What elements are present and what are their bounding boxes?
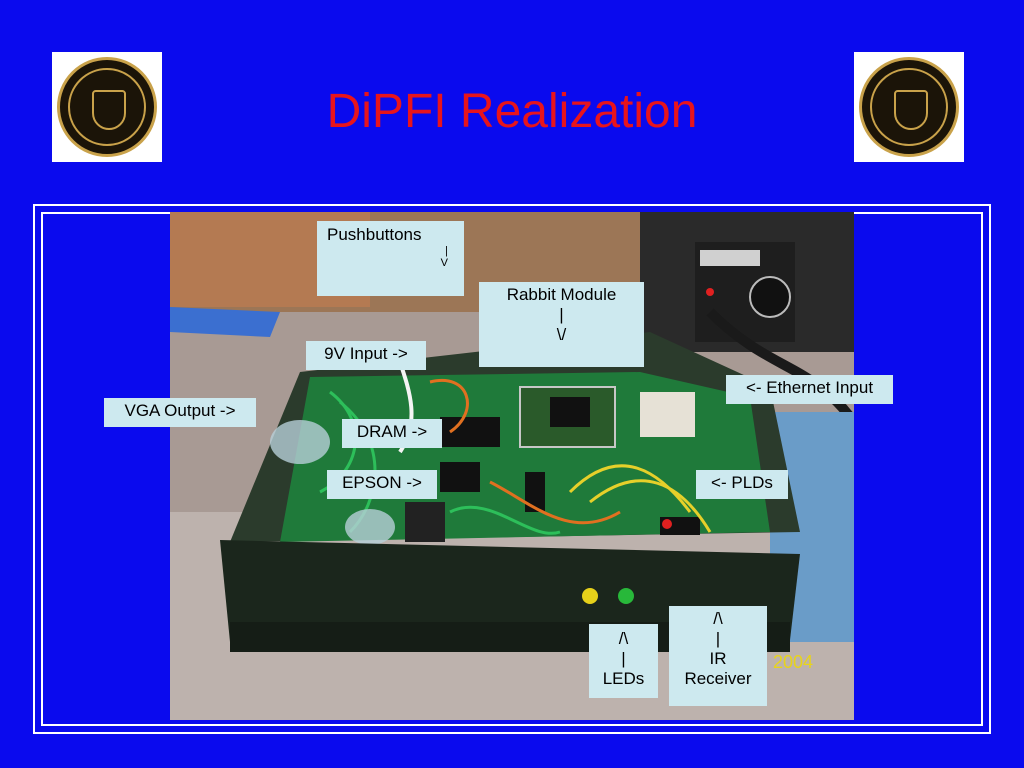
- vga-output-text: VGA Output ->: [124, 401, 236, 420]
- slide-title: DiPFI Realization: [326, 85, 698, 138]
- frame-outer: [33, 204, 991, 734]
- rabbit-module-arrow-stem: |: [559, 305, 564, 324]
- purdue-seal-icon: [859, 57, 959, 157]
- leds-arrow-stem: |: [621, 649, 626, 668]
- circuit-board-photo: [170, 212, 854, 720]
- label-leds: /\ | LEDs: [589, 624, 658, 698]
- label-vga-output: VGA Output ->: [104, 398, 256, 427]
- ir-arrow-stem: |: [715, 629, 721, 648]
- label-ethernet-input: <- Ethernet Input: [726, 375, 893, 404]
- label-pushbuttons: Pushbuttons | V: [317, 221, 464, 296]
- ir-text: IR: [709, 649, 727, 668]
- rabbit-module-arrow-head: \/: [556, 325, 567, 344]
- label-plds: <- PLDs: [696, 470, 788, 499]
- rabbit-module-text: Rabbit Module: [506, 285, 617, 304]
- purdue-seal-icon: [57, 57, 157, 157]
- plds-text: <- PLDs: [711, 473, 773, 492]
- label-ir-receiver: /\ | IR Receiver: [669, 606, 767, 706]
- leds-text: LEDs: [602, 669, 645, 688]
- pushbuttons-arrow-head: V: [440, 257, 448, 269]
- epson-text: EPSON ->: [342, 473, 422, 492]
- label-dram: DRAM ->: [342, 419, 442, 448]
- pushbuttons-text: Pushbuttons: [327, 225, 422, 244]
- ir-arrow-head: /\: [713, 609, 723, 628]
- label-rabbit-module: Rabbit Module | \/: [479, 282, 644, 367]
- ethernet-input-text: <- Ethernet Input: [745, 378, 874, 397]
- year-stamp: 2004: [773, 652, 814, 672]
- logo-left: [52, 52, 162, 162]
- pushbuttons-arrow-stem: |: [445, 245, 448, 257]
- label-epson: EPSON ->: [327, 470, 437, 499]
- leds-arrow-head: /\: [618, 629, 629, 648]
- 9v-input-text: 9V Input ->: [324, 344, 408, 363]
- label-9v-input: 9V Input ->: [306, 341, 426, 370]
- receiver-text: Receiver: [684, 669, 752, 688]
- logo-right: [854, 52, 964, 162]
- dram-text: DRAM ->: [356, 422, 428, 441]
